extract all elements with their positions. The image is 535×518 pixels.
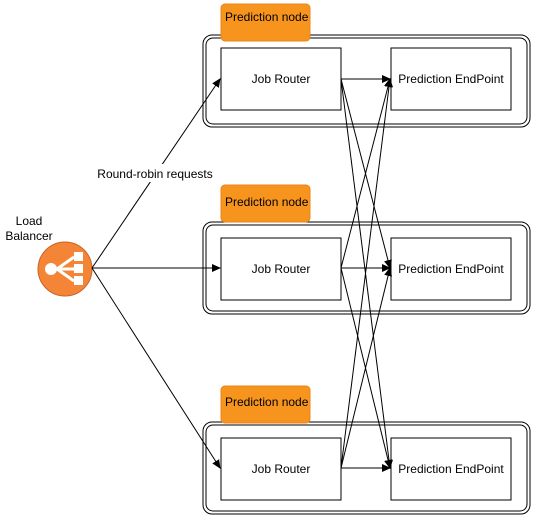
prediction-endpoint-box <box>390 237 512 301</box>
edge-lb-to-router-3 <box>91 267 221 469</box>
prediction-node-2: Prediction node Job Router Prediction En… <box>202 184 531 315</box>
job-router-label: Job Router <box>252 262 311 276</box>
prediction-endpoint-label: Prediction EndPoint <box>398 72 504 86</box>
load-balancer-icon <box>37 241 93 297</box>
load-balancer-edges <box>91 78 221 469</box>
edge-router2-endpoint1 <box>340 78 392 269</box>
prediction-node-tag-label: Prediction node <box>225 10 309 24</box>
prediction-node-inner-border <box>205 424 528 512</box>
job-router-label: Job Router <box>252 462 311 476</box>
prediction-node-tag-label: Prediction node <box>225 395 309 409</box>
job-router-label: Job Router <box>252 72 311 86</box>
prediction-node-inner-border <box>205 37 528 125</box>
edge-label-background <box>96 164 214 182</box>
prediction-node-tag <box>220 3 311 42</box>
prediction-node-1: Prediction node Job Router Prediction En… <box>202 3 531 128</box>
prediction-node-3: Prediction node Job Router Prediction En… <box>202 385 531 515</box>
prediction-endpoint-box <box>390 47 512 111</box>
job-router-box <box>220 47 342 111</box>
prediction-node-tag <box>220 184 311 223</box>
edge-label: Round-robin requests <box>97 167 212 181</box>
job-router-box <box>220 237 342 301</box>
prediction-node-tag <box>220 385 311 424</box>
job-router-box <box>220 437 342 501</box>
prediction-node-tag-label: Prediction node <box>225 195 309 209</box>
router-endpoint-edges <box>340 75 393 472</box>
edge-router3-endpoint1 <box>340 78 393 469</box>
load-balancer: Load Balancer <box>5 214 93 297</box>
load-balancer-label-line1: Load <box>16 214 43 228</box>
load-balancer-label-line2: Balancer <box>5 229 52 243</box>
edge-router3-endpoint2 <box>340 267 392 469</box>
prediction-endpoint-box <box>390 437 512 501</box>
prediction-endpoint-label: Prediction EndPoint <box>398 462 504 476</box>
prediction-endpoint-label: Prediction EndPoint <box>398 262 504 276</box>
